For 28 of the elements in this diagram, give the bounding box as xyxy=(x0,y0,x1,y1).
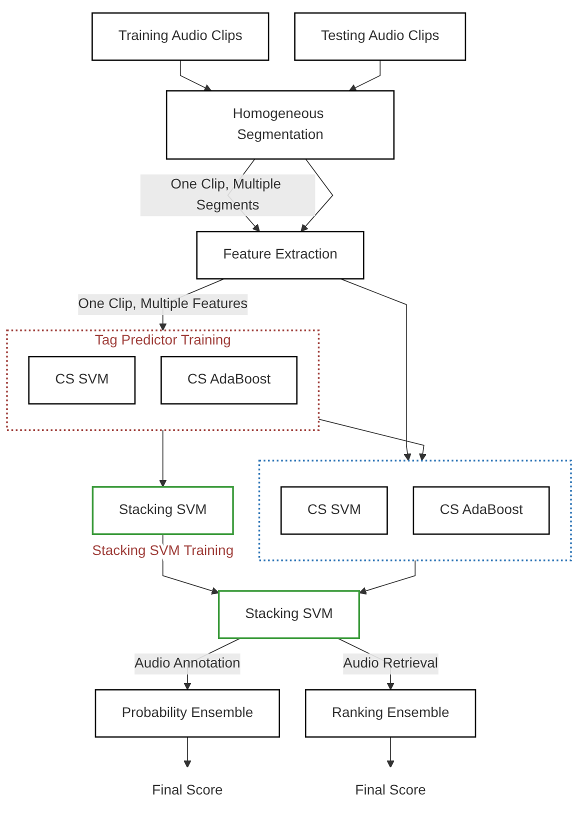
node-text: Final Score xyxy=(355,783,426,798)
arrow xyxy=(340,278,412,462)
node-box: CS AdaBoost xyxy=(412,486,550,535)
node-box: CS SVM xyxy=(280,486,388,535)
edge-label: One Clip, Multiple Features xyxy=(78,296,248,312)
cluster xyxy=(258,460,572,562)
arrow xyxy=(358,560,416,595)
node-box: Probability Ensemble xyxy=(94,689,280,738)
node-text: Final Score xyxy=(152,783,223,798)
arrow xyxy=(300,158,334,232)
edge-label: Audio Retrieval xyxy=(343,656,438,672)
arrow xyxy=(184,736,192,768)
edge-label: Audio Annotation xyxy=(134,656,240,672)
arrow xyxy=(159,430,167,488)
arrow xyxy=(180,60,212,92)
node-box: Homogeneous Segmentation xyxy=(166,90,395,160)
node-box: CS SVM xyxy=(28,356,136,405)
arrow xyxy=(386,736,394,768)
arrow xyxy=(318,418,427,462)
node-box: Testing Audio Clips xyxy=(294,12,466,61)
node-box: Training Audio Clips xyxy=(92,12,270,61)
node-box: Stacking SVM xyxy=(92,486,234,536)
node-box: Ranking Ensemble xyxy=(304,689,476,738)
node-box: Stacking SVM xyxy=(218,590,360,640)
edge-label: One Clip, Multiple Segments xyxy=(170,177,282,213)
node-box: Feature Extraction xyxy=(196,231,364,280)
node-box: CS AdaBoost xyxy=(160,356,298,405)
arrow xyxy=(348,60,381,92)
